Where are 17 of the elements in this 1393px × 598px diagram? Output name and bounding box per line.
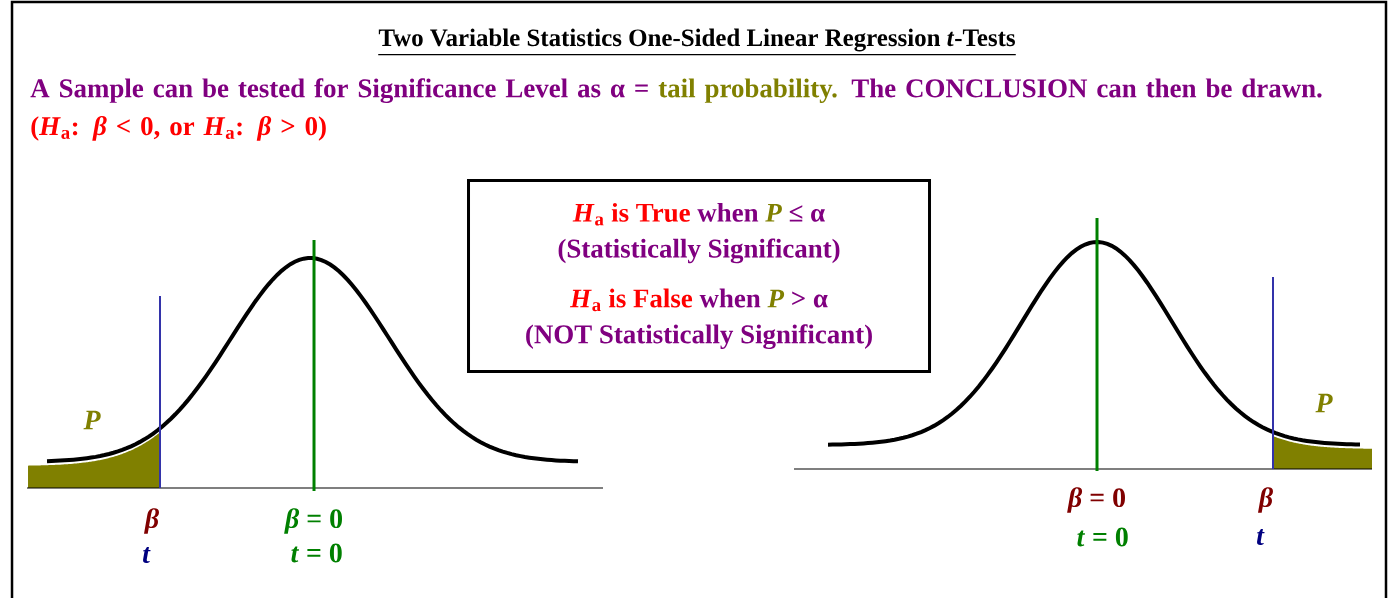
label: tail probability.	[658, 78, 837, 103]
axis-label: β = 0	[284, 508, 342, 534]
title: Two Variable Statistics One-Sided Linear Regression t-Tests	[377, 28, 1017, 56]
intro-paragraph: A Sample can be tested for Significance Level as α = tail probability. The CONCLUSION can then be drawn. (H$_{a}$: β < 0, or H$_{a}$: β > 0)	[30, 78, 1322, 141]
axis-label: β	[144, 508, 159, 534]
axis-label: t	[1257, 529, 1265, 545]
axis-label: β	[1258, 487, 1273, 513]
tail-label: P	[83, 410, 101, 430]
label: A Sample can be tested for Significance Level as α =	[30, 78, 648, 104]
label: The CONCLUSION can then be drawn.	[851, 78, 1322, 98]
conclusion-box: H$_{a}$ is True when P ≤ α (Statistically Significant) H$_{a}$ is False when P > α (NOT Statistically Significant)	[467, 179, 931, 373]
axis-label: β = 0	[1067, 487, 1125, 513]
axis-label: t	[143, 547, 151, 563]
tail-label: P	[1315, 393, 1333, 413]
axis-label: t = 0	[291, 543, 342, 563]
label: (H$_{a}$: β < 0, or H$_{a}$: β > 0)	[31, 116, 326, 141]
axis-label: t = 0	[1077, 527, 1128, 547]
